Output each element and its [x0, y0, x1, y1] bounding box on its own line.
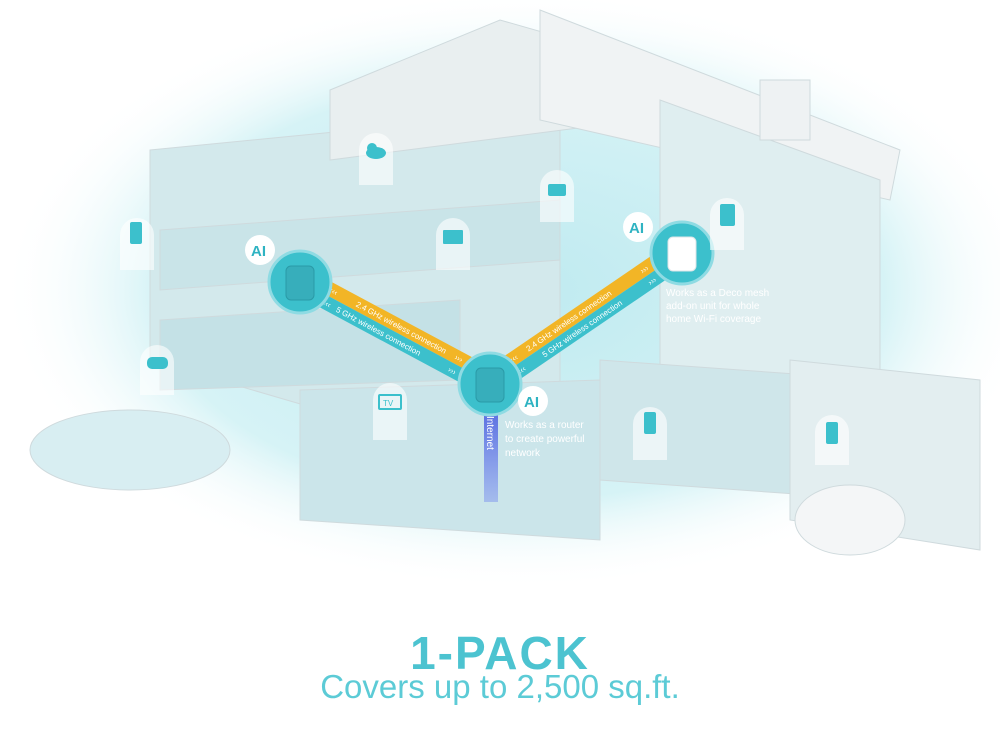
ai-badge: AI [245, 235, 275, 265]
gamepad-icon [140, 345, 174, 395]
deco-node-router [457, 351, 523, 417]
band-5ghz-right [510, 264, 671, 381]
svg-text:AI: AI [524, 394, 539, 411]
pack-title: 1-PACK [410, 627, 590, 679]
svg-text:‹‹‹: ‹‹‹ [508, 352, 520, 364]
svg-text:›››: ››› [453, 353, 465, 365]
svg-text:AI: AI [251, 243, 266, 260]
tv-label: TV [383, 399, 394, 408]
monitor-icon [436, 218, 470, 270]
internet-label: Internet [484, 416, 495, 450]
game-console-icon [540, 170, 574, 222]
phone-icon [815, 415, 849, 465]
svg-text:‹‹‹: ‹‹‹ [321, 298, 333, 310]
band-24ghz-right [502, 253, 663, 370]
router-note: Works as a router to create powerful net… [505, 420, 587, 459]
tablet-icon [710, 198, 744, 250]
ai-badge: AI [623, 212, 653, 242]
svg-text:›››: ››› [646, 275, 658, 287]
svg-text:‹‹‹: ‹‹‹ [516, 364, 528, 376]
internet-line [484, 410, 498, 502]
band-5ghz-left [315, 292, 473, 386]
mesh-note: Works as a Deco mesh add-on unit for who… [666, 288, 772, 325]
svg-text:›››: ››› [446, 365, 458, 377]
phone-icon [633, 407, 667, 460]
deco-node-left [267, 249, 333, 315]
ai-badge: AI [518, 386, 548, 416]
deco-node-mesh [649, 220, 715, 286]
coverage-subtitle: Covers up to 2,500 sq.ft. [320, 668, 680, 705]
svg-text:AI: AI [629, 220, 644, 237]
tv-icon: TV [373, 383, 407, 440]
svg-text:›››: ››› [639, 263, 651, 275]
cloud-icon [359, 133, 393, 185]
svg-text:‹‹‹: ‹‹‹ [328, 286, 340, 298]
band-24ghz-left [322, 280, 479, 374]
phone-icon [120, 218, 154, 270]
